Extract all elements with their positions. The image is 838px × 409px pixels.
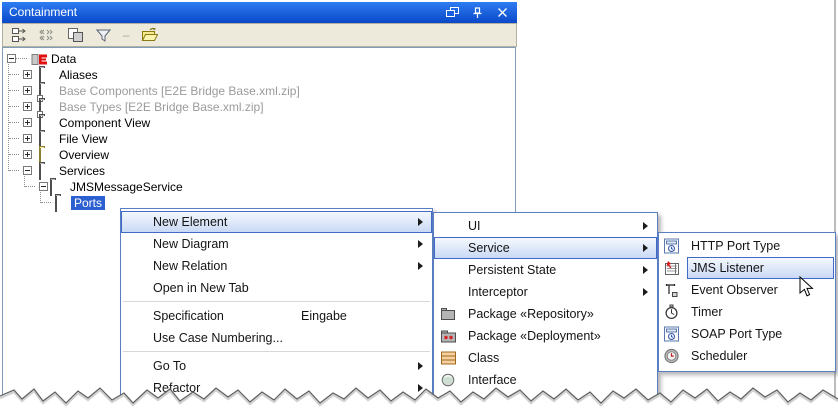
expand-expander[interactable]	[23, 70, 32, 79]
collapse-expander[interactable]	[39, 182, 48, 191]
submenu-arrow-icon	[643, 266, 648, 274]
submenu-arrow-icon	[418, 362, 423, 370]
titlebar-buttons	[445, 2, 509, 23]
folder-icon	[55, 196, 57, 212]
menu-item-interceptor[interactable]: Interceptor	[434, 281, 657, 303]
submenu-arrow-icon	[418, 240, 423, 248]
context-menu: New Element New Diagram New Relation Ope…	[120, 208, 433, 408]
interface-icon	[441, 373, 455, 387]
menu-item-class[interactable]: Class	[434, 347, 657, 369]
folder-yellow-icon	[39, 148, 41, 164]
folder-file-icon	[39, 100, 41, 116]
menu-item-new-relation[interactable]: New Relation	[121, 255, 432, 277]
menu-item-service[interactable]: Service	[434, 237, 657, 259]
menu-item-persistent-state[interactable]: Persistent State	[434, 259, 657, 281]
panel-title: Containment	[9, 5, 78, 19]
shortcut-label: Eingabe	[301, 309, 347, 323]
submenu-arrow-icon	[643, 244, 648, 252]
menu-item-event-observer[interactable]: Event Observer	[659, 279, 835, 301]
menu-separator	[121, 349, 432, 355]
copy-structure-icon[interactable]	[67, 27, 84, 44]
expand-all-icon[interactable]	[11, 27, 28, 44]
tree-item-base-types[interactable]: Base Types [E2E Bridge Base.xml.zip]	[3, 99, 513, 116]
submenu-arrow-icon	[643, 222, 648, 230]
tree-item-aliases[interactable]: Aliases	[3, 67, 513, 84]
tree-item-ports[interactable]: Ports	[3, 195, 513, 212]
tree-item-services[interactable]: Services	[3, 163, 513, 180]
menu-item-new-element[interactable]: New Element	[121, 211, 432, 233]
scheduler-icon	[664, 348, 679, 364]
screenshot-right-border	[834, 0, 836, 400]
open-project-icon[interactable]	[141, 27, 158, 44]
expand-expander[interactable]	[23, 150, 32, 159]
tree-item-base-components[interactable]: Base Components [E2E Bridge Base.xml.zip…	[3, 83, 513, 100]
timer-icon	[664, 304, 679, 320]
submenu-arrow-icon	[643, 288, 648, 296]
menu-item-refactor[interactable]: Refactor	[121, 377, 432, 399]
model-icon	[31, 53, 48, 69]
collapse-expander[interactable]	[23, 166, 32, 175]
containment-panel-titlebar[interactable]: Containment	[2, 2, 517, 23]
http-port-type-icon	[664, 238, 679, 254]
menu-separator	[121, 299, 432, 305]
service-submenu: HTTP Port Type JMS Listener Event Observ…	[658, 232, 836, 372]
submenu-arrow-icon	[418, 218, 423, 226]
folder-icon	[39, 68, 41, 84]
toolbar-separator: –	[123, 27, 130, 42]
menu-item-package-repository[interactable]: Package «Repository»	[434, 303, 657, 325]
class-icon	[441, 351, 456, 365]
menu-item-specification[interactable]: Specification Eingabe	[153, 309, 347, 323]
new-element-submenu: UI Service Persistent State Interceptor …	[433, 212, 658, 408]
tree-item-data[interactable]: Data	[3, 51, 513, 67]
containment-toolbar: –	[2, 23, 517, 47]
menu-item-interface[interactable]: Interface	[434, 369, 657, 391]
expand-expander[interactable]	[23, 86, 32, 95]
collapse-markers-icon[interactable]	[39, 27, 56, 44]
submenu-arrow-icon	[418, 262, 423, 270]
folder-icon	[50, 180, 52, 196]
jms-listener-icon	[664, 260, 680, 276]
close-icon[interactable]	[495, 6, 509, 19]
menu-item-jms-listener[interactable]: JMS Listener	[659, 257, 835, 279]
menu-item-timer[interactable]: Timer	[659, 301, 835, 323]
menu-item-new-diagram[interactable]: New Diagram	[121, 233, 432, 255]
folder-icon	[39, 164, 41, 180]
folder-file-icon	[39, 84, 41, 100]
tree-item-file-view[interactable]: File View	[3, 131, 513, 148]
menu-item-use-case-numbering[interactable]: Use Case Numbering...	[153, 331, 283, 345]
menu-item-http-port-type[interactable]: HTTP Port Type	[659, 235, 835, 257]
folder-icon	[39, 116, 41, 132]
expand-expander[interactable]	[23, 118, 32, 127]
expand-expander[interactable]	[23, 134, 32, 143]
package-icon	[441, 308, 455, 320]
folder-icon	[39, 132, 41, 148]
event-observer-icon	[664, 283, 679, 298]
menu-item-package-deployment[interactable]: Package «Deployment»	[434, 325, 657, 347]
tree-item-overview[interactable]: Overview	[3, 147, 513, 164]
expand-expander[interactable]	[23, 102, 32, 111]
menu-item-ui[interactable]: UI	[434, 215, 657, 237]
menu-highlight	[687, 257, 834, 279]
tree-item-component-view[interactable]: Component View	[3, 115, 513, 132]
collapse-expander[interactable]	[7, 54, 16, 63]
menu-item-soap-port-type[interactable]: SOAP Port Type	[659, 323, 835, 345]
float-window-icon[interactable]	[445, 6, 459, 19]
package-deployment-icon	[441, 330, 457, 343]
filter-icon[interactable]	[95, 27, 112, 44]
menu-item-go-to[interactable]: Go To	[121, 355, 432, 377]
tree-item-jmsmessageservice[interactable]: JMSMessageService	[3, 179, 513, 196]
submenu-arrow-icon	[418, 384, 423, 392]
pin-icon[interactable]	[470, 6, 484, 19]
menu-item-scheduler[interactable]: Scheduler	[659, 345, 835, 367]
menu-item-open-in-new-tab[interactable]: Open in New Tab	[153, 281, 249, 295]
soap-port-type-icon	[664, 326, 679, 342]
